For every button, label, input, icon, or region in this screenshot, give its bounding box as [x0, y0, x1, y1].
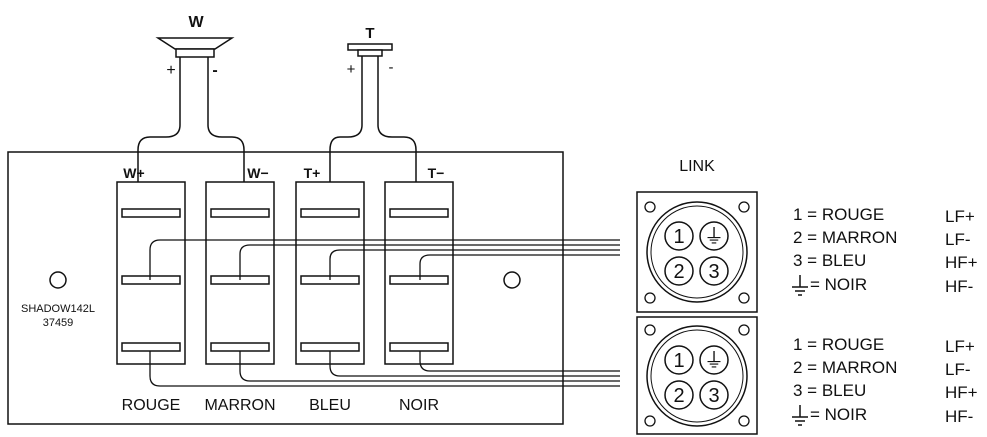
ground-icon [792, 405, 808, 426]
mounting-hole-left [49, 271, 67, 289]
ground-icon [792, 275, 808, 296]
legend-upper-signal-2: LF- [945, 230, 971, 249]
legend-lower-signal-1: LF+ [945, 337, 975, 356]
mounting-hole-right [503, 271, 521, 289]
upper-pin-ground: ⏚ [704, 226, 724, 248]
legend-lower-signal-3: HF+ [945, 383, 978, 402]
bottom-label-noir: NOIR [399, 397, 439, 414]
legend-lower-color-2: 2 = MARRON [793, 358, 897, 377]
legend-lower-color-1: 1 = ROUGE [793, 335, 884, 354]
legend-upper-color-1: 1 = ROUGE [793, 205, 884, 224]
lower-pin-ground: ⏚ [704, 350, 724, 372]
terminal-strip-rouge [116, 181, 186, 365]
woofer-speaker [155, 37, 235, 58]
upper-pin-3: 3 [708, 261, 719, 283]
bottom-label-bleu: BLEU [309, 397, 351, 414]
legend-upper-color-4: = NOIR [810, 275, 867, 294]
terminal-label-t-plus: T+ [304, 165, 321, 181]
woofer-plus-label: + [166, 62, 175, 79]
legend-lower-signal-4: HF- [945, 407, 973, 426]
terminal-label-w-plus: W+ [123, 165, 144, 181]
legend-lower-signal-2: LF- [945, 360, 971, 379]
legend-upper-signal-4: HF- [945, 277, 973, 296]
link-title: LINK [679, 158, 715, 175]
bottom-label-marron: MARRON [204, 397, 275, 414]
legend-upper-signal-1: LF+ [945, 207, 975, 226]
tweeter-minus-label: - [389, 59, 394, 76]
woofer-minus-label: - [212, 62, 217, 79]
terminal-label-t-minus: T− [428, 165, 445, 181]
upper-pin-1: 1 [673, 226, 684, 248]
link-wires-upper [149, 239, 620, 280]
tweeter-label: T [365, 25, 374, 42]
bottom-label-rouge: ROUGE [122, 397, 181, 414]
legend-lower-color-3: 3 = BLEU [793, 381, 866, 400]
speaker-wires [137, 56, 417, 182]
link-connector-upper [636, 191, 758, 313]
model-number: 37459 [43, 317, 74, 329]
legend-upper-color-2: 2 = MARRON [793, 228, 897, 247]
tweeter-speaker [347, 43, 393, 57]
upper-pin-2: 2 [673, 261, 684, 283]
legend-upper-signal-3: HF+ [945, 253, 978, 272]
legend-upper-color-3: 3 = BLEU [793, 251, 866, 270]
lower-pin-3: 3 [708, 385, 719, 407]
tweeter-plus-label: + [347, 61, 356, 78]
crossover-panel [7, 151, 564, 425]
terminal-label-w-minus: W− [247, 165, 268, 181]
legend-lower-color-4: = NOIR [810, 405, 867, 424]
link-connector-lower [636, 316, 758, 435]
woofer-label: W [188, 14, 204, 31]
lower-pin-1: 1 [673, 350, 684, 372]
link-wires-lower [149, 351, 620, 387]
model-name: SHADOW142L [21, 303, 95, 315]
lower-pin-2: 2 [673, 385, 684, 407]
terminal-strip-noir [384, 181, 454, 365]
